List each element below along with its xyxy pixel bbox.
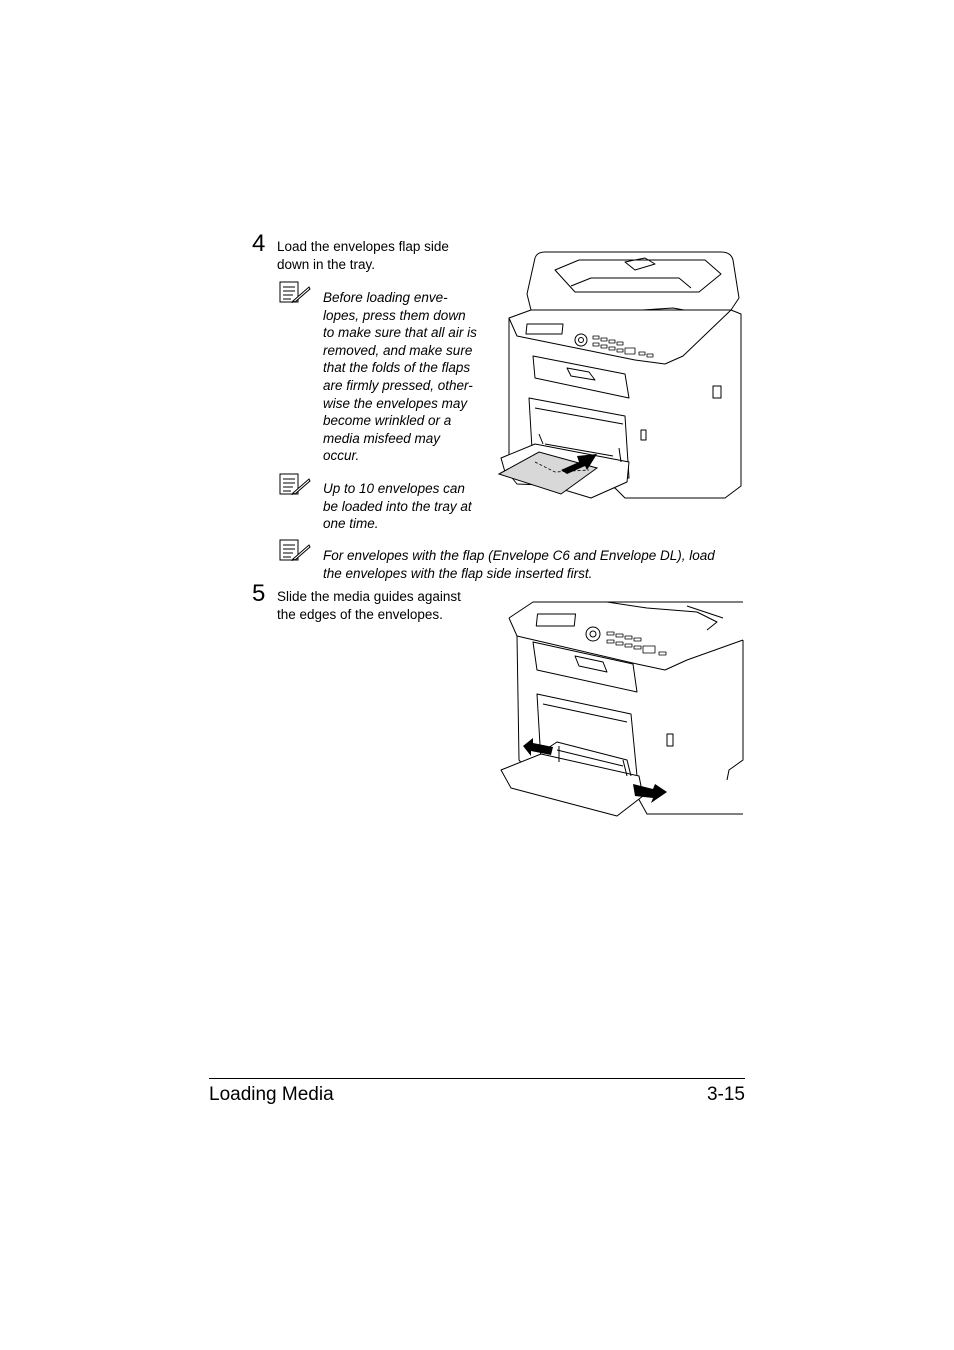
note-2-text: Up to 10 envelopes can be loaded into th…	[323, 481, 472, 532]
note-icon	[279, 539, 311, 561]
step-number-4: 4	[252, 230, 266, 257]
footer-rule	[209, 1078, 745, 1079]
note-1-text: Before loading enve- lopes, press them d…	[323, 290, 477, 464]
note-icon	[279, 473, 311, 495]
step-5-text: Slide the media guides against the edges…	[277, 589, 461, 622]
printer-envelope-load-illustration	[497, 251, 742, 499]
footer-section-title: Loading Media	[209, 1084, 334, 1105]
footer-page-number: 3-15	[706, 1084, 745, 1105]
note-icon	[279, 281, 311, 303]
step-4-text: Load the envelopes flap side down in the…	[277, 239, 449, 272]
media-guides-illustration	[500, 601, 744, 817]
step-number-5: 5	[252, 580, 266, 607]
note-3-text: For envelopes with the flap (Envelope C6…	[323, 548, 715, 581]
